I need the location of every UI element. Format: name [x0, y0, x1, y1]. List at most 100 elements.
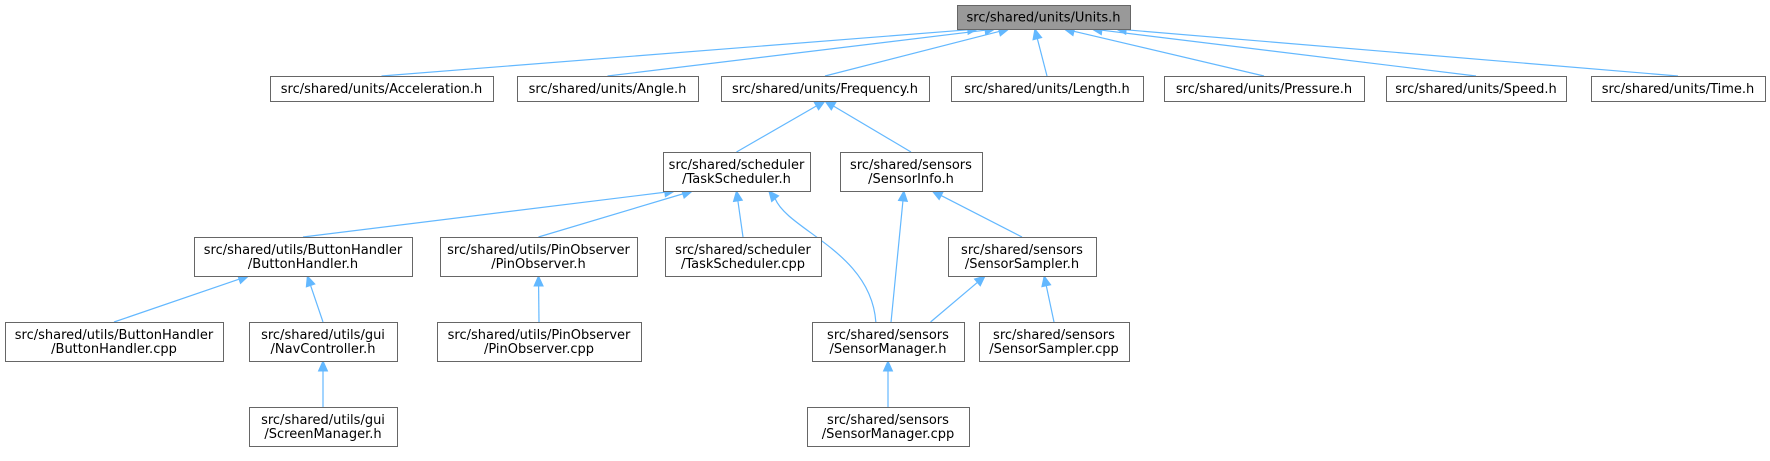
node-box-sensorinfo[interactable]: [840, 152, 983, 192]
node-label-taskscheduler_cpp-line-0: src/shared/scheduler: [675, 243, 811, 258]
node-box-acceleration[interactable]: [270, 76, 494, 102]
node-label-units-line-0: src/shared/units/Units.h: [967, 11, 1121, 26]
node-pinobserver_h[interactable]: src/shared/utils/PinObserver/PinObserver…: [440, 237, 638, 277]
node-label-pinobserver_cpp-line-1: /PinObserver.cpp: [484, 342, 594, 357]
node-length[interactable]: src/shared/units/Length.h: [951, 76, 1144, 102]
node-label-frequency-line-0: src/shared/units/Frequency.h: [732, 82, 918, 97]
node-label-sensormanager_h-line-0: src/shared/sensors: [827, 328, 949, 343]
node-box-navcontroller[interactable]: [249, 322, 398, 362]
edge-speed-to-units: [1101, 29, 1477, 77]
node-buttonhandler_cpp[interactable]: src/shared/utils/ButtonHandler/ButtonHan…: [5, 322, 224, 362]
node-buttonhandler_h[interactable]: src/shared/utils/ButtonHandler/ButtonHan…: [194, 237, 413, 277]
node-box-sensorsampler_h[interactable]: [948, 237, 1097, 277]
node-box-angle[interactable]: [517, 76, 699, 102]
node-time[interactable]: src/shared/units/Time.h: [1591, 76, 1766, 102]
node-label-sensorsampler_cpp-line-1: /SensorSampler.cpp: [989, 342, 1119, 357]
node-label-sensorsampler_cpp-line-0: src/shared/sensors: [993, 328, 1115, 343]
edge-taskscheduler_cpp-to-taskscheduler_h: [737, 200, 744, 238]
node-frequency[interactable]: src/shared/units/Frequency.h: [721, 76, 930, 102]
node-box-frequency[interactable]: [721, 76, 930, 102]
node-label-taskscheduler_h-line-1: /TaskScheduler.h: [682, 172, 791, 187]
node-label-navcontroller-line-1: /NavController.h: [271, 342, 376, 357]
arrowhead-sensormanager_h-to-taskscheduler_h: [768, 190, 780, 203]
node-speed[interactable]: src/shared/units/Speed.h: [1386, 76, 1567, 102]
arrowhead-sensorsampler_h-to-sensorinfo: [931, 190, 945, 201]
node-pressure[interactable]: src/shared/units/Pressure.h: [1164, 76, 1365, 102]
node-label-sensorsampler_h-line-1: /SensorSampler.h: [965, 257, 1079, 272]
node-sensormanager_h[interactable]: src/shared/sensors/SensorManager.h: [812, 322, 965, 362]
node-sensorinfo[interactable]: src/shared/sensors/SensorInfo.h: [840, 152, 983, 192]
arrowhead-length-to-units: [1032, 27, 1043, 41]
edge-sensormanager_h-to-taskscheduler_h: [774, 198, 877, 323]
edge-length-to-units: [1036, 38, 1048, 77]
node-box-units[interactable]: [957, 5, 1131, 30]
node-box-time[interactable]: [1591, 76, 1766, 102]
edge-sensormanager_h-to-sensorsampler_h: [930, 281, 978, 323]
node-screenmanager[interactable]: src/shared/utils/gui/ScreenManager.h: [249, 407, 398, 447]
node-label-length-line-0: src/shared/units/Length.h: [964, 82, 1130, 97]
edge-acceleration-to-units: [381, 29, 968, 77]
node-box-buttonhandler_cpp[interactable]: [5, 322, 224, 362]
edge-sensormanager_h-to-sensorinfo: [890, 200, 904, 323]
node-box-pinobserver_h[interactable]: [440, 237, 638, 277]
node-label-pinobserver_h-line-1: /PinObserver.h: [491, 257, 586, 272]
node-label-screenmanager-line-1: /ScreenManager.h: [264, 427, 381, 442]
node-box-pinobserver_cpp[interactable]: [437, 322, 642, 362]
node-label-sensorsampler_h-line-0: src/shared/sensors: [961, 243, 1083, 258]
node-label-buttonhandler_h-line-1: /ButtonHandler.h: [248, 257, 358, 272]
node-sensorsampler_h[interactable]: src/shared/sensors/SensorSampler.h: [948, 237, 1097, 277]
node-label-sensorinfo-line-0: src/shared/sensors: [850, 158, 972, 173]
arrowhead-pinobserver_cpp-to-pinobserver_h: [533, 274, 544, 287]
node-label-taskscheduler_h-line-0: src/shared/scheduler: [669, 158, 805, 173]
arrowhead-taskscheduler_cpp-to-taskscheduler_h: [732, 189, 744, 203]
arrowhead-sensormanager_cpp-to-sensormanager_h: [882, 359, 894, 372]
node-box-length[interactable]: [951, 76, 1144, 102]
node-label-buttonhandler_cpp-line-0: src/shared/utils/ButtonHandler: [15, 328, 214, 343]
node-label-screenmanager-line-0: src/shared/utils/gui: [261, 413, 385, 428]
edge-buttonhandler_cpp-to-buttonhandler_h: [113, 278, 240, 323]
node-label-angle-line-0: src/shared/units/Angle.h: [529, 82, 687, 97]
node-label-pinobserver_cpp-line-0: src/shared/utils/PinObserver: [448, 328, 631, 343]
node-taskscheduler_h[interactable]: src/shared/scheduler/TaskScheduler.h: [663, 152, 811, 192]
node-box-speed[interactable]: [1386, 76, 1567, 102]
node-taskscheduler_cpp[interactable]: src/shared/scheduler/TaskScheduler.cpp: [665, 237, 822, 277]
arrowhead-sensormanager_h-to-sensorsampler_h: [973, 275, 986, 287]
node-box-sensormanager_h[interactable]: [812, 322, 965, 362]
node-box-taskscheduler_cpp[interactable]: [665, 237, 822, 277]
node-label-speed-line-0: src/shared/units/Speed.h: [1395, 82, 1557, 97]
arrowhead-sensormanager_h-to-sensorinfo: [897, 189, 909, 202]
arrowhead-taskscheduler_h-to-frequency: [813, 100, 827, 111]
edge-buttonhandler_h-to-taskscheduler_h: [302, 191, 665, 238]
node-navcontroller[interactable]: src/shared/utils/gui/NavController.h: [249, 322, 398, 362]
node-pinobserver_cpp[interactable]: src/shared/utils/PinObserver/PinObserver…: [437, 322, 642, 362]
node-angle[interactable]: src/shared/units/Angle.h: [517, 76, 699, 102]
node-sensorsampler_cpp[interactable]: src/shared/sensors/SensorSampler.cpp: [979, 322, 1130, 362]
arrowhead-sensorsampler_cpp-to-sensorsampler_h: [1041, 274, 1052, 288]
node-label-time-line-0: src/shared/units/Time.h: [1602, 82, 1755, 97]
node-acceleration[interactable]: src/shared/units/Acceleration.h: [270, 76, 494, 102]
edge-sensorsampler_h-to-sensorinfo: [940, 195, 1023, 238]
node-box-screenmanager[interactable]: [249, 407, 398, 447]
edge-sensorinfo-to-frequency: [833, 105, 912, 153]
edge-time-to-units: [1126, 29, 1679, 77]
node-label-pinobserver_h-line-0: src/shared/utils/PinObserver: [447, 243, 630, 258]
edge-sensorsampler_cpp-to-sensorsampler_h: [1045, 285, 1055, 323]
node-box-taskscheduler_h[interactable]: [663, 152, 811, 192]
node-box-sensorsampler_cpp[interactable]: [979, 322, 1130, 362]
node-label-sensorinfo-line-1: /SensorInfo.h: [868, 172, 954, 187]
edge-frequency-to-units: [824, 30, 1000, 77]
edge-pressure-to-units: [1073, 30, 1265, 77]
edges-layer: [113, 24, 1679, 407]
node-sensormanager_cpp[interactable]: src/shared/sensors/SensorManager.cpp: [807, 407, 970, 447]
node-box-buttonhandler_h[interactable]: [194, 237, 413, 277]
edge-taskscheduler_h-to-frequency: [736, 105, 817, 153]
node-box-sensormanager_cpp[interactable]: [807, 407, 970, 447]
node-box-pressure[interactable]: [1164, 76, 1365, 102]
node-label-acceleration-line-0: src/shared/units/Acceleration.h: [281, 82, 483, 97]
node-label-sensormanager_cpp-line-1: /SensorManager.cpp: [822, 427, 955, 442]
edge-navcontroller-to-buttonhandler_h: [310, 285, 324, 323]
node-label-sensormanager_cpp-line-0: src/shared/sensors: [827, 413, 949, 428]
node-units[interactable]: src/shared/units/Units.h: [957, 5, 1131, 30]
node-label-pressure-line-0: src/shared/units/Pressure.h: [1176, 82, 1352, 97]
